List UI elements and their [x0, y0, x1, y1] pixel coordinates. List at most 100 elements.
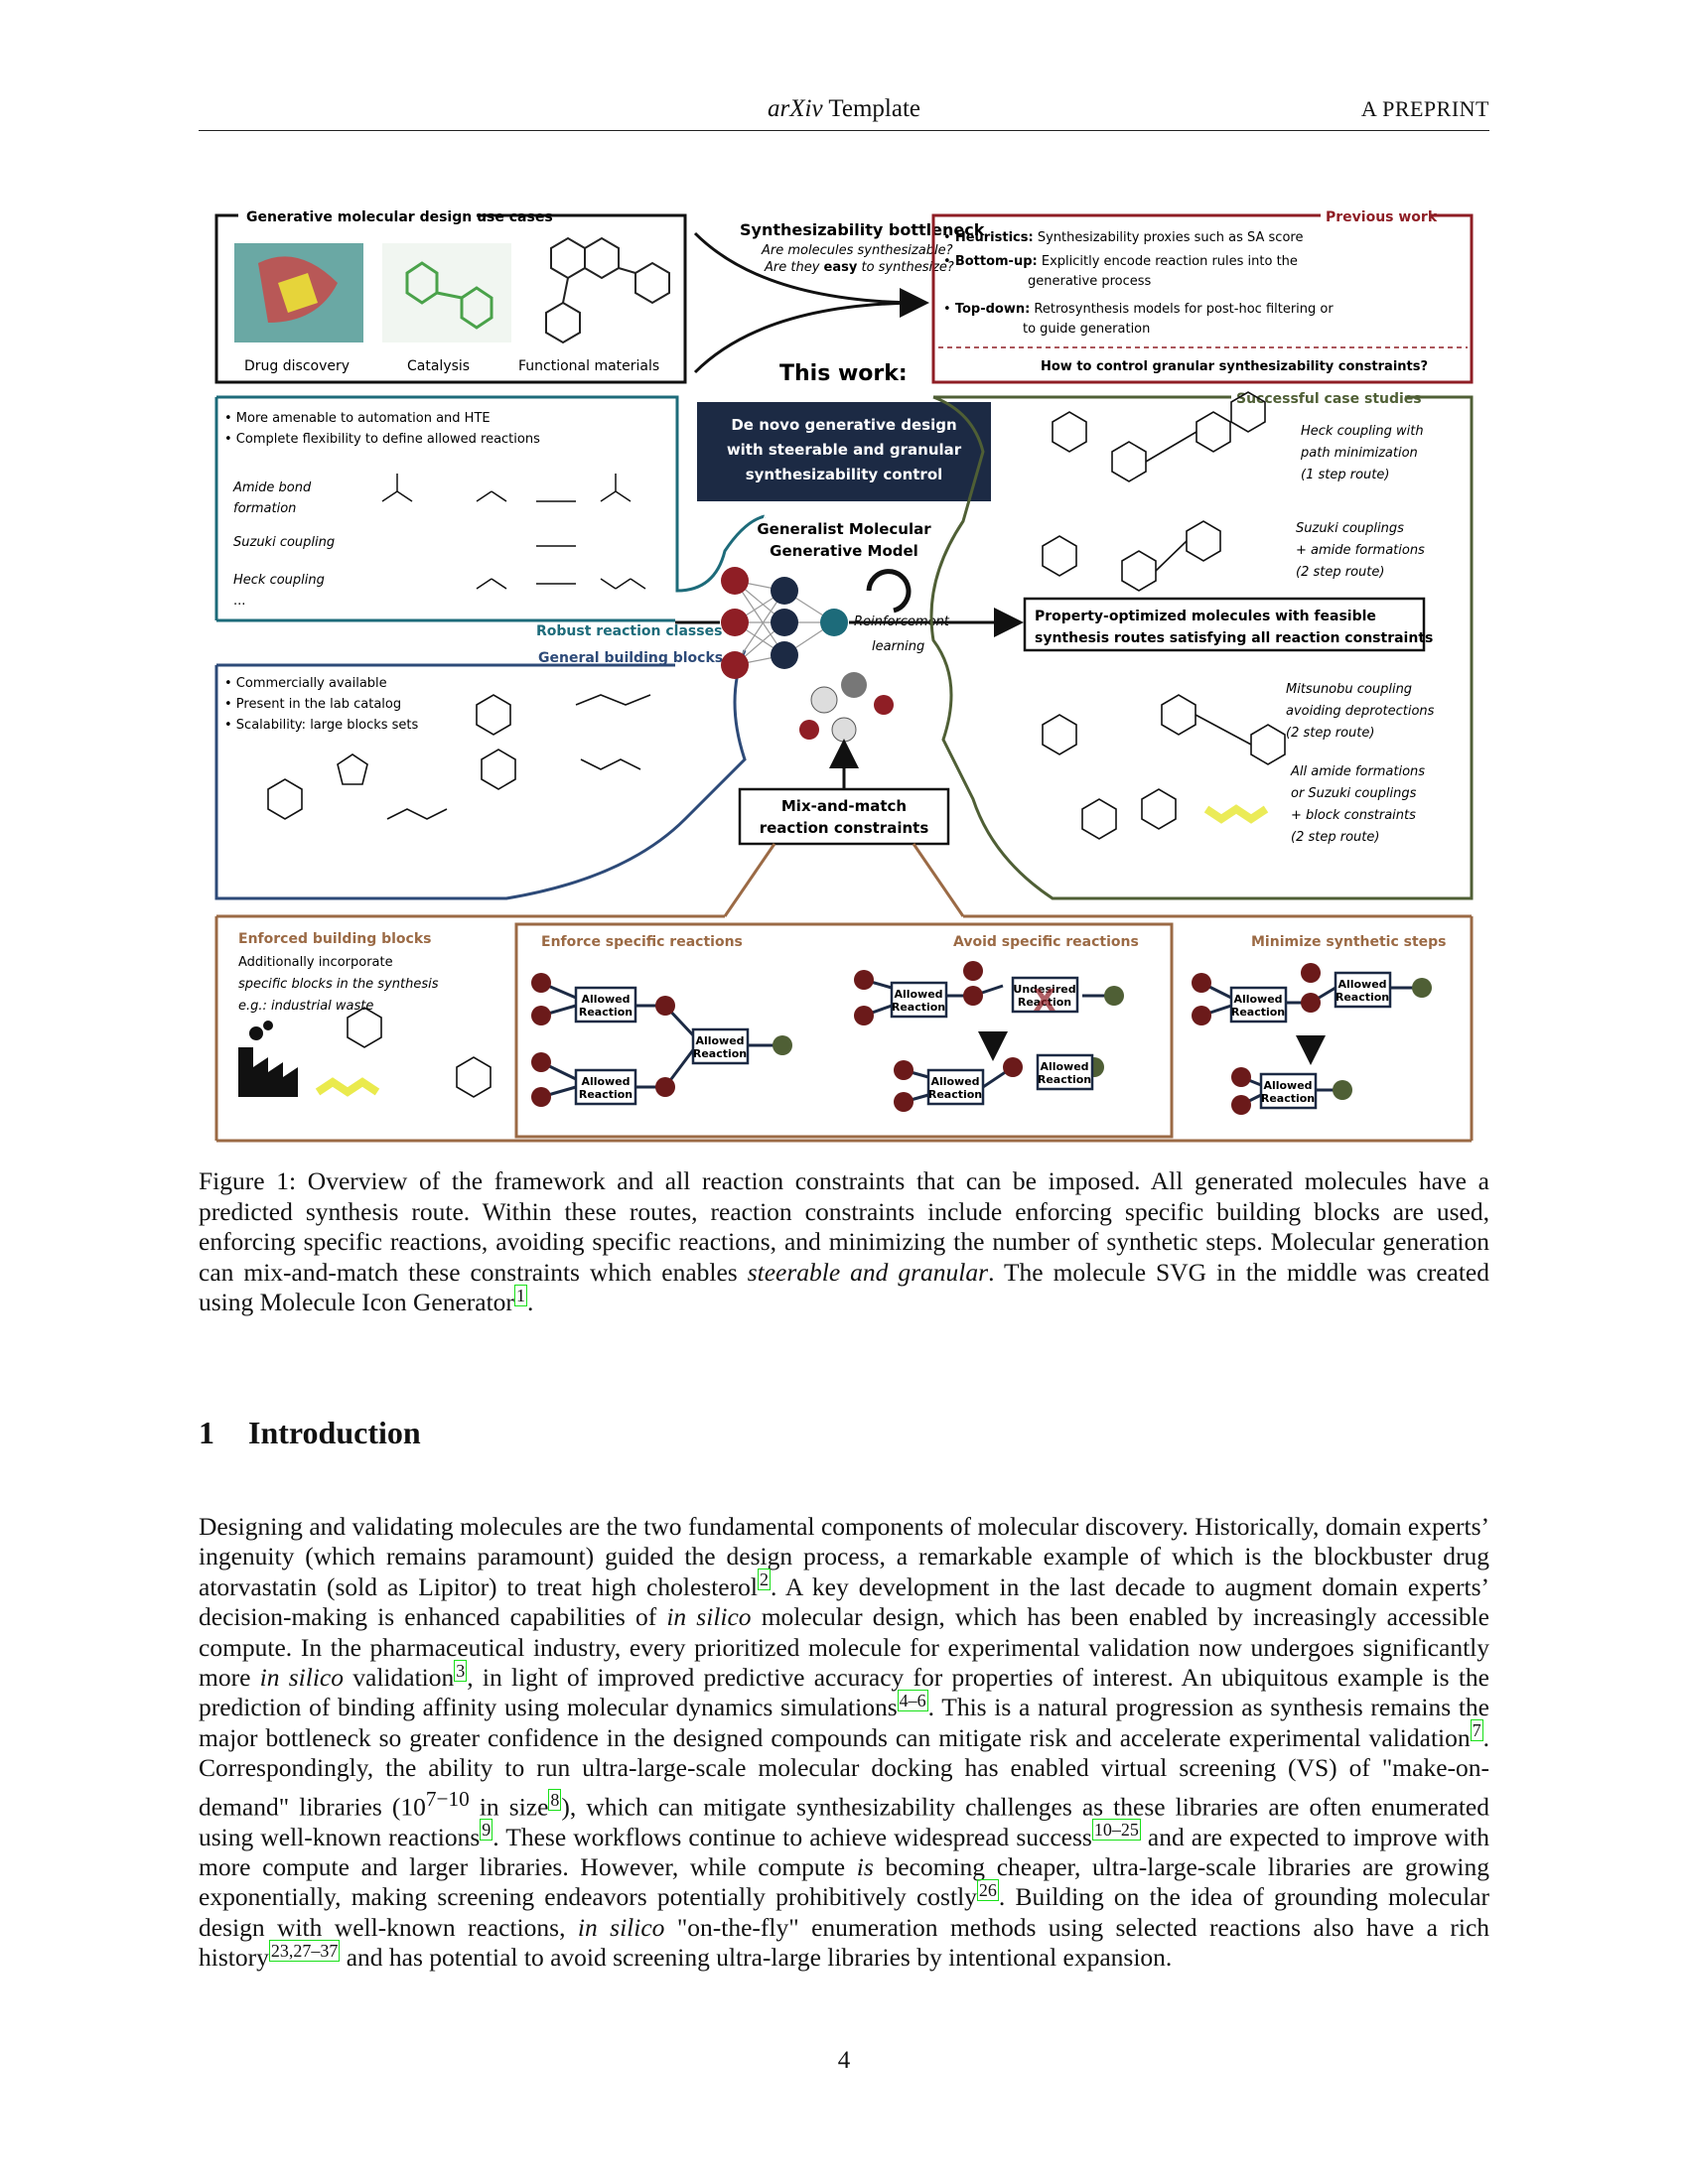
- citation-link[interactable]: 8: [548, 1788, 562, 1811]
- citation-link[interactable]: 1: [513, 1284, 527, 1306]
- use-case-label-catalysis: Catalysis: [407, 358, 470, 374]
- svg-text:Allowed: Allowed: [930, 1075, 979, 1088]
- svg-text:Reaction: Reaction: [579, 1088, 633, 1101]
- svg-text:• More amenable to automation: • More amenable to automation and HTE: [224, 411, 491, 426]
- use-case-label-drug: Drug discovery: [244, 358, 350, 374]
- svg-text:Allowed: Allowed: [894, 988, 942, 1001]
- citation-link[interactable]: 9: [480, 1819, 493, 1842]
- case-studies-title: Successful case studies: [1236, 391, 1422, 407]
- svg-text:(2 step route): (2 step route): [1291, 830, 1379, 845]
- svg-text:(2 step route): (2 step route): [1296, 565, 1384, 580]
- svg-text:Allowed: Allowed: [581, 993, 630, 1006]
- svg-text:Allowed: Allowed: [1233, 993, 1282, 1006]
- svg-text:Heck coupling: Heck coupling: [233, 573, 325, 588]
- svg-text:Reaction: Reaction: [928, 1088, 982, 1101]
- previous-item-2: • Bottom-up: Explicitly encode reaction …: [943, 254, 1298, 269]
- use-cases-panel: Generative molecular design use cases Dr…: [214, 205, 687, 384]
- svg-text:Reaction: Reaction: [1018, 996, 1071, 1009]
- svg-text:De novo generative design: De novo generative design: [731, 416, 956, 434]
- generative-model-network: Generalist Molecular Generative Model Re…: [721, 508, 950, 743]
- citation-link[interactable]: 2: [757, 1569, 771, 1591]
- previous-item-3: • Top-down: Retrosynthesis models for po…: [943, 302, 1334, 317]
- model-label-2: Generative Model: [770, 542, 918, 560]
- svg-text:Reaction: Reaction: [1336, 991, 1389, 1004]
- case-studies-panel: Successful case studies Heck coupling wi…: [929, 387, 1474, 900]
- previous-item-3-cont: to guide generation: [1023, 322, 1150, 337]
- robust-tag: Robust reaction classes: [536, 623, 722, 639]
- svg-text:(1 step route): (1 step route): [1301, 468, 1389, 482]
- citation-link[interactable]: 4–6: [897, 1689, 928, 1711]
- svg-text:e.g.: industrial waste: e.g.: industrial waste: [238, 999, 373, 1014]
- introduction-paragraph: Designing and validating molecules are t…: [199, 1512, 1490, 1973]
- use-cases-title: Generative molecular design use cases: [246, 209, 553, 225]
- this-work-label: This work:: [779, 361, 908, 386]
- svg-text:Reaction: Reaction: [1261, 1092, 1315, 1105]
- svg-text:+ amide formations: + amide formations: [1296, 543, 1425, 558]
- constraints-bottom-panel: Enforced building blocks Additionally in…: [214, 843, 1474, 1143]
- central-box: [697, 402, 991, 501]
- avoid-reactions-title: Avoid specific reactions: [953, 934, 1139, 950]
- svg-text:...: ...: [233, 594, 245, 609]
- svg-text:Suzuki couplings: Suzuki couplings: [1296, 521, 1404, 536]
- enforce-reactions-title: Enforce specific reactions: [541, 934, 743, 950]
- svg-text:Mitsunobu coupling: Mitsunobu coupling: [1286, 682, 1412, 697]
- bottleneck-q1: Are molecules synthesizable?: [761, 243, 953, 258]
- use-case-label-materials: Functional materials: [518, 358, 659, 374]
- svg-text:• Complete flexibility to defi: • Complete flexibility to define allowed…: [224, 432, 540, 447]
- svg-text:Reaction: Reaction: [693, 1047, 747, 1060]
- running-header-title: arXiv Template: [768, 95, 920, 122]
- citation-link[interactable]: 10–25: [1091, 1819, 1141, 1842]
- svg-text:• Commercially available: • Commercially available: [224, 676, 387, 691]
- bottleneck-q2: Are they easy to synthesize?: [764, 260, 954, 275]
- reaction-classes-panel: • More amenable to automation and HTE • …: [214, 395, 766, 639]
- running-header-right: A PREPRINT: [1360, 96, 1489, 121]
- svg-text:(2 step route): (2 step route): [1286, 726, 1374, 741]
- svg-text:+ block constraints: + block constraints: [1291, 808, 1416, 823]
- svg-text:X: X: [1033, 984, 1055, 1019]
- minimize-steps-title: Minimize synthetic steps: [1251, 934, 1447, 950]
- svg-text:with steerable and granular: with steerable and granular: [727, 441, 962, 459]
- citation-link[interactable]: 26: [976, 1878, 999, 1901]
- rl-label-2: learning: [872, 639, 924, 654]
- svg-text:path minimization: path minimization: [1300, 446, 1418, 461]
- svg-text:Allowed: Allowed: [1040, 1060, 1088, 1073]
- svg-text:All amide formations: All amide formations: [1290, 764, 1425, 779]
- mix-match-1: Mix-and-match: [781, 797, 907, 815]
- previous-work-title: Previous work: [1326, 209, 1438, 225]
- svg-text:or Suzuki couplings: or Suzuki couplings: [1291, 786, 1417, 801]
- previous-item-1: • Heuristics: Synthesizability proxies s…: [943, 230, 1303, 245]
- svg-text:Allowed: Allowed: [1263, 1079, 1312, 1092]
- svg-text:• Scalability: large blocks se: • Scalability: large blocks sets: [224, 718, 419, 733]
- svg-text:avoiding deprotections: avoiding deprotections: [1286, 704, 1435, 719]
- svg-text:Reaction: Reaction: [1038, 1073, 1091, 1086]
- citation-link[interactable]: 3: [454, 1659, 468, 1682]
- result-line-1: Property-optimized molecules with feasib…: [1035, 609, 1376, 624]
- enforced-blocks-title: Enforced building blocks: [238, 931, 431, 947]
- citation-link[interactable]: 23,27–37: [268, 1939, 341, 1962]
- previous-question: How to control granular synthesizability…: [1041, 359, 1428, 374]
- figure-caption: Figure 1: Overview of the framework and …: [199, 1166, 1490, 1316]
- svg-text:Allowed: Allowed: [695, 1034, 744, 1047]
- citation-link[interactable]: 7: [1470, 1719, 1483, 1742]
- building-blocks-panel: General building blocks • Commercially a…: [214, 649, 747, 900]
- bottleneck-title: Synthesizability bottleneck: [740, 220, 985, 239]
- svg-text:Reaction: Reaction: [579, 1006, 633, 1019]
- svg-text:specific blocks in the synthes: specific blocks in the synthesis: [238, 977, 439, 992]
- previous-work-panel: Previous work • Heuristics: Synthesizabi…: [931, 205, 1474, 384]
- svg-text:formation: formation: [233, 501, 296, 516]
- svg-text:Heck coupling with: Heck coupling with: [1301, 424, 1424, 439]
- model-label-1: Generalist Molecular: [757, 520, 931, 538]
- svg-text:Amide bond: Amide bond: [232, 480, 312, 495]
- svg-text:Allowed: Allowed: [1337, 978, 1386, 991]
- page-number: 4: [837, 2047, 851, 2074]
- svg-text:Allowed: Allowed: [581, 1075, 630, 1088]
- svg-text:synthesizability control: synthesizability control: [746, 466, 943, 483]
- svg-text:Undesired: Undesired: [1013, 983, 1075, 996]
- svg-text:Reaction: Reaction: [892, 1001, 945, 1014]
- previous-item-2-cont: generative process: [1028, 274, 1152, 289]
- svg-text:Suzuki coupling: Suzuki coupling: [233, 535, 335, 550]
- svg-text:• Present in the lab catalog: • Present in the lab catalog: [224, 697, 401, 712]
- mix-match-2: reaction constraints: [760, 819, 929, 837]
- overview-figure: Generative molecular design use cases Dr…: [214, 205, 1474, 1143]
